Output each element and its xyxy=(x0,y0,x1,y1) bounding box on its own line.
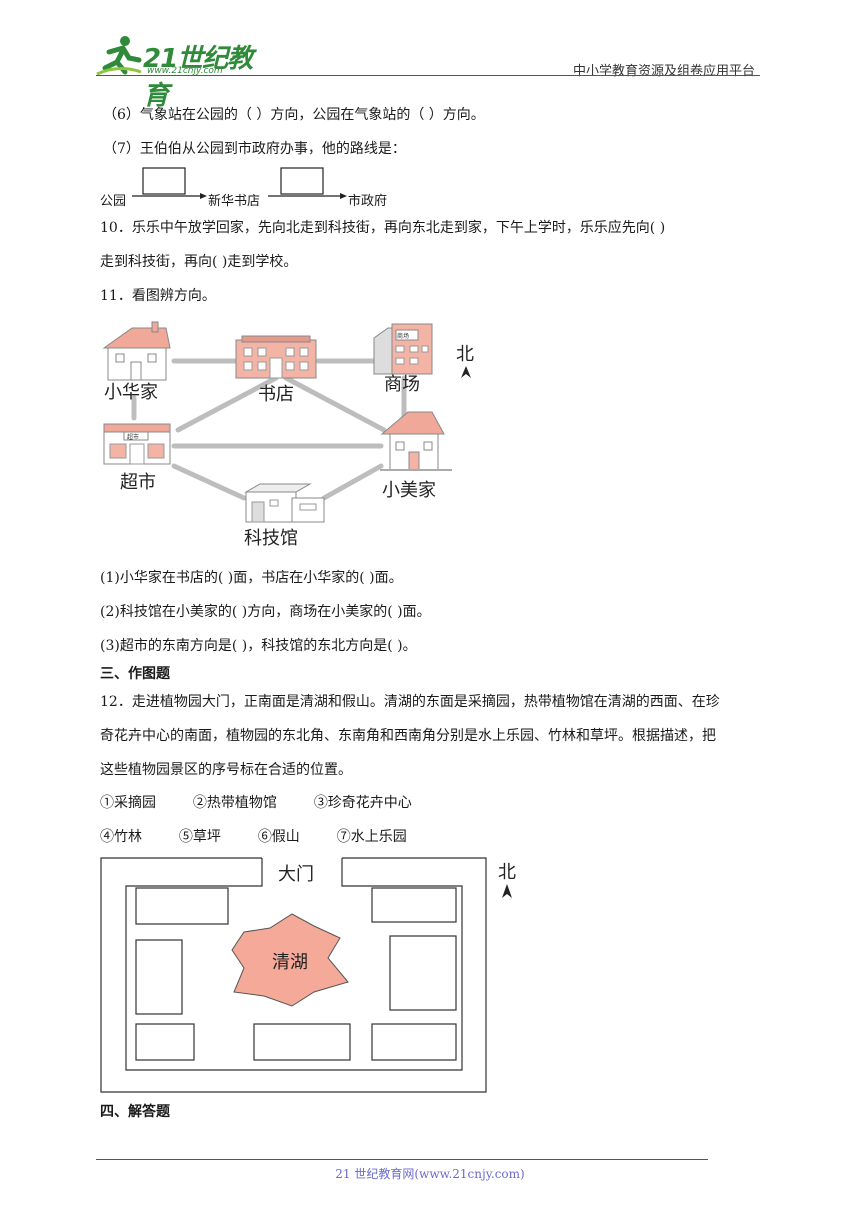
section-4-heading: 四、解答题 xyxy=(100,1104,170,1120)
option-3: ③珍奇花卉中心 xyxy=(313,795,412,811)
bookstore-icon xyxy=(235,335,317,379)
label-supermarket: 超市 xyxy=(120,472,156,493)
option-1: ①采摘园 xyxy=(100,795,156,811)
question-12-options-row-1: ①采摘园 ②热带植物馆 ③珍奇花卉中心 xyxy=(100,793,412,813)
question-9-part-6: （6）气象站在公园的（ ）方向，公园在气象站的（ ）方向。 xyxy=(103,107,485,123)
north-arrow-icon xyxy=(502,884,512,898)
option-7: ⑦水上乐园 xyxy=(336,829,407,845)
direction-map: 商场 超市 xyxy=(96,318,496,556)
section-3-heading: 三、作图题 xyxy=(100,666,170,682)
route-arrows xyxy=(132,167,347,199)
route-end: 市政府 xyxy=(348,194,388,209)
mall-icon: 商场 xyxy=(373,323,433,375)
botanical-garden-drawing: 清湖 大门 北 xyxy=(100,857,516,1093)
option-5: ⑤草坪 xyxy=(178,829,221,845)
logo-text: 21世纪教育 xyxy=(143,44,253,111)
option-2: ②热带植物馆 xyxy=(192,795,277,811)
north-arrow-icon xyxy=(461,366,471,378)
gate-label: 大门 xyxy=(278,864,314,885)
question-9-part-7: （7）王伯伯从公园到市政府办事，他的路线是： xyxy=(103,141,406,157)
platform-name: 中小学教育资源及组卷应用平台 xyxy=(572,64,755,79)
label-mall: 商场 xyxy=(384,374,420,395)
question-10-line-1: 10．乐乐中午放学回家，先向北走到科技街，再向东北走到家，下午上学时，乐乐应先向… xyxy=(100,220,666,236)
supermarket-sign: 超市 xyxy=(127,433,139,441)
direction-map-drawing: 商场 超市 xyxy=(102,321,474,549)
logo-url: www.21cnjy.com xyxy=(147,66,223,76)
question-10-line-2: 走到科技街，再向( )走到学校。 xyxy=(100,254,298,270)
question-12-options-row-2: ④竹林 ⑤草坪 ⑥假山 ⑦水上乐园 xyxy=(100,827,407,847)
garden-north-label: 北 xyxy=(498,862,516,883)
option-6: ⑥假山 xyxy=(257,829,300,845)
label-xiaohua-home: 小华家 xyxy=(104,382,158,403)
question-12-line-2: 奇花卉中心的南面，植物园的东北角、东南角和西南角分别是水上乐园、竹林和草坪。根据… xyxy=(100,728,716,744)
lake-shape xyxy=(231,913,349,1007)
label-science-museum: 科技馆 xyxy=(244,528,298,549)
question-11-title: 11．看图辨方向。 xyxy=(100,288,216,304)
header-divider xyxy=(96,75,760,76)
botanical-garden-map: 清湖 大门 北 xyxy=(96,856,536,1096)
science-museum-icon xyxy=(244,483,325,523)
logo: 21世纪教育 www.21cnjy.com xyxy=(95,34,265,111)
question-11-part-2: (2)科技馆在小美家的( )方向，商场在小美家的( )面。 xyxy=(100,604,431,620)
map-north-label: 北 xyxy=(456,344,474,365)
question-12-line-1: 12．走进植物园大门，正南面是清湖和假山。清湖的东面是采摘园，热带植物馆在清湖的… xyxy=(100,694,720,710)
xiaomei-home-icon xyxy=(380,411,452,471)
xiaohua-home-icon xyxy=(102,321,171,381)
question-12-line-3: 这些植物园景区的序号标在合适的位置。 xyxy=(100,762,352,778)
question-11-part-1: (1)小华家在书店的( )面，书店在小华家的( )面。 xyxy=(100,570,403,586)
lake-label: 清湖 xyxy=(272,952,308,973)
supermarket-icon: 超市 xyxy=(103,423,171,465)
label-xiaomei-home: 小美家 xyxy=(382,480,436,501)
mall-sign: 商场 xyxy=(397,332,409,340)
route-start: 公园 xyxy=(100,194,127,209)
footer-divider xyxy=(96,1159,708,1160)
footer-text: 21 世纪教育网(www.21cnjy.com) xyxy=(335,1167,525,1181)
question-11-part-3: (3)超市的东南方向是( )，科技馆的东北方向是( )。 xyxy=(100,638,417,654)
route-mid: 新华书店 xyxy=(208,194,261,209)
runner-logo-icon xyxy=(96,36,142,76)
route-diagram: 公园 新华书店 市政府 xyxy=(100,166,420,210)
label-bookstore: 书店 xyxy=(258,384,294,405)
option-4: ④竹林 xyxy=(100,829,142,845)
